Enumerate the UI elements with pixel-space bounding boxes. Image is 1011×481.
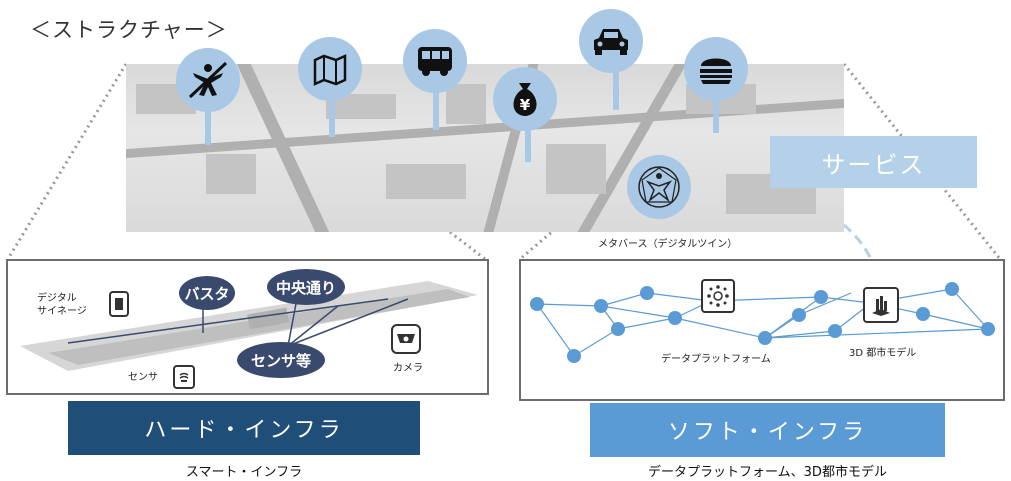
traffic-accident-icon	[176, 48, 240, 112]
camera-label: カメラ	[393, 363, 423, 374]
soft-infra-subtitle: データプラットフォーム、3D都市モデル	[648, 465, 887, 480]
pin	[613, 60, 619, 110]
digital-signage-icon	[109, 291, 129, 317]
sensor-icon	[173, 365, 195, 389]
service-label-box: サービス	[770, 136, 977, 188]
street-view	[20, 281, 478, 371]
bus-icon	[403, 29, 467, 93]
camera-icon	[391, 324, 421, 354]
busta-bubble: バスタ	[179, 276, 235, 310]
money-bag-yen-icon: ¥	[493, 67, 557, 131]
hard-infra-subtitle: スマート・インフラ	[185, 465, 303, 480]
metaverse-label: メタバース（デジタルツイン）	[598, 239, 738, 250]
pin	[713, 88, 719, 133]
data-platform-label: データプラットフォーム	[661, 354, 771, 365]
pin	[525, 112, 531, 162]
pin	[329, 92, 335, 137]
network-graph	[530, 282, 995, 363]
sensor-label: センサ	[128, 372, 158, 383]
digital-signage-label: デジタル サイネージ	[37, 293, 87, 317]
metaverse-icon	[627, 155, 691, 219]
map-icon	[298, 37, 362, 101]
data-platform-icon	[701, 279, 735, 313]
svg-text:¥: ¥	[520, 96, 531, 114]
hard-infra-bar: ハード・インフラ	[68, 401, 420, 455]
burger-icon	[684, 37, 748, 101]
pin	[205, 100, 211, 145]
3d-city-model-label: 3D 都市モデル	[849, 348, 917, 359]
pin	[433, 80, 439, 130]
soft-infra-panel: データプラットフォーム 3D 都市モデル	[519, 259, 1005, 401]
3d-city-model-icon	[863, 287, 899, 323]
page-title: ＜ストラクチャー＞	[30, 18, 228, 42]
soft-infra-bar: ソフト・インフラ	[590, 403, 945, 457]
car-icon	[579, 9, 643, 73]
hard-infra-panel: バスタ 中央通り センサ等 デジタル サイネージ センサ カメラ	[6, 259, 489, 395]
chuo-dori-bubble: 中央通り	[267, 269, 345, 305]
sensors-bubble: センサ等	[237, 342, 325, 378]
